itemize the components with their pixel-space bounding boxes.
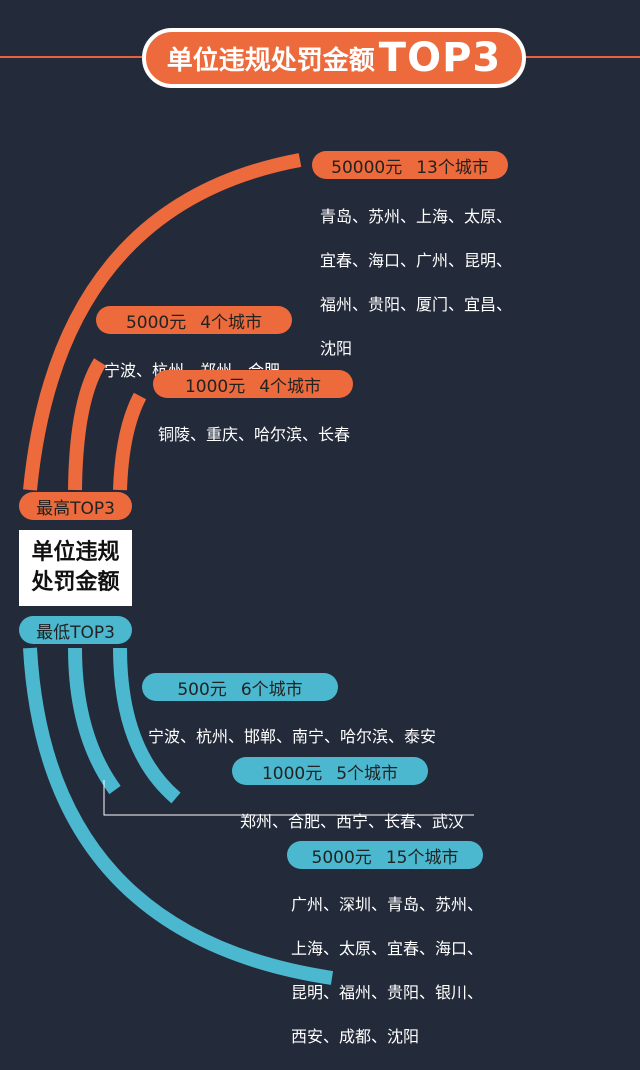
lowest-1-cities: 宁波、杭州、邯郸、南宁、哈尔滨、泰安 bbox=[148, 704, 436, 770]
lowest-2-pill: 1000元 5个城市 bbox=[232, 757, 428, 785]
bracket-line bbox=[103, 780, 474, 816]
highest-1-pill: 50000元 13个城市 bbox=[312, 151, 508, 179]
highest-1-amount: 50000元 bbox=[331, 157, 403, 178]
highest-1-count: 13个城市 bbox=[416, 157, 489, 178]
city-line: 昆明、福州、贵阳、银川、 bbox=[291, 983, 484, 1002]
blue-arc-inner bbox=[113, 647, 181, 804]
city-line: 青岛、苏州、上海、太原、 bbox=[320, 207, 513, 226]
title-en: TOP3 bbox=[378, 35, 502, 81]
city-line: 宁波、杭州、邯郸、南宁、哈尔滨、泰安 bbox=[148, 727, 437, 746]
page-title: 单位违规处罚金额 TOP3 bbox=[142, 28, 526, 88]
header-line-left bbox=[0, 56, 150, 58]
city-line: 西安、成都、沈阳 bbox=[291, 1027, 420, 1046]
highest-3-count: 4个城市 bbox=[259, 376, 322, 397]
orange-arc-inner bbox=[113, 392, 147, 491]
city-line: 福州、贵阳、厦门、宜昌、 bbox=[320, 295, 513, 314]
highest-3-amount: 1000元 bbox=[184, 376, 246, 397]
city-line: 沈阳 bbox=[320, 339, 353, 358]
orange-arc-outer bbox=[23, 153, 302, 491]
lowest-1-count: 6个城市 bbox=[240, 679, 303, 700]
lowest-3-count: 15个城市 bbox=[385, 847, 459, 868]
highest-1-cities: 青岛、苏州、上海、太原、 宜春、海口、广州、昆明、 福州、贵阳、厦门、宜昌、 沈… bbox=[320, 184, 512, 382]
header-line-right bbox=[520, 56, 640, 58]
orange-arc-middle bbox=[68, 358, 107, 491]
city-line: 郑州、合肥、西宁、长春、武汉 bbox=[240, 812, 465, 831]
lowest-2-cities: 郑州、合肥、西宁、长春、武汉 bbox=[240, 789, 464, 855]
bottom-label-pill: 最低TOP3 bbox=[19, 616, 132, 644]
lowest-1-pill: 500元 6个城市 bbox=[142, 673, 338, 701]
highest-2-pill: 5000元 4个城市 bbox=[96, 306, 292, 334]
lowest-2-amount: 1000元 bbox=[261, 763, 323, 784]
lowest-3-amount: 5000元 bbox=[311, 847, 372, 868]
city-line: 广州、深圳、青岛、苏州、 bbox=[291, 895, 484, 914]
lowest-3-pill: 5000元 15个城市 bbox=[287, 841, 483, 869]
city-line: 上海、太原、宜春、海口、 bbox=[291, 939, 484, 958]
highest-3-pill: 1000元 4个城市 bbox=[153, 370, 353, 398]
city-line: 宜春、海口、广州、昆明、 bbox=[320, 251, 513, 270]
highest-3-cities: 铜陵、重庆、哈尔滨、长春 bbox=[158, 402, 350, 468]
bottom-label: 最低TOP3 bbox=[36, 622, 115, 643]
blue-arc-middle bbox=[68, 647, 121, 795]
arc-graphic bbox=[23, 153, 474, 985]
lowest-3-cities: 广州、深圳、青岛、苏州、 上海、太原、宜春、海口、 昆明、福州、贵阳、银川、 西… bbox=[291, 872, 483, 1070]
blue-arc-outer bbox=[23, 647, 334, 985]
top-label: 最高TOP3 bbox=[36, 498, 115, 519]
center-line-1: 单位违规 bbox=[31, 540, 120, 565]
city-line: 铜陵、重庆、哈尔滨、长春 bbox=[158, 425, 351, 444]
highest-2-count: 4个城市 bbox=[200, 312, 263, 333]
highest-2-amount: 5000元 bbox=[125, 312, 187, 333]
center-box: 单位违规 处罚金额 bbox=[19, 530, 132, 606]
top-label-pill: 最高TOP3 bbox=[19, 492, 132, 520]
center-line-2: 处罚金额 bbox=[31, 570, 120, 595]
title-cn: 单位违规处罚金额 bbox=[166, 45, 375, 76]
lowest-2-count: 5个城市 bbox=[336, 763, 399, 784]
lowest-1-amount: 500元 bbox=[177, 679, 227, 700]
